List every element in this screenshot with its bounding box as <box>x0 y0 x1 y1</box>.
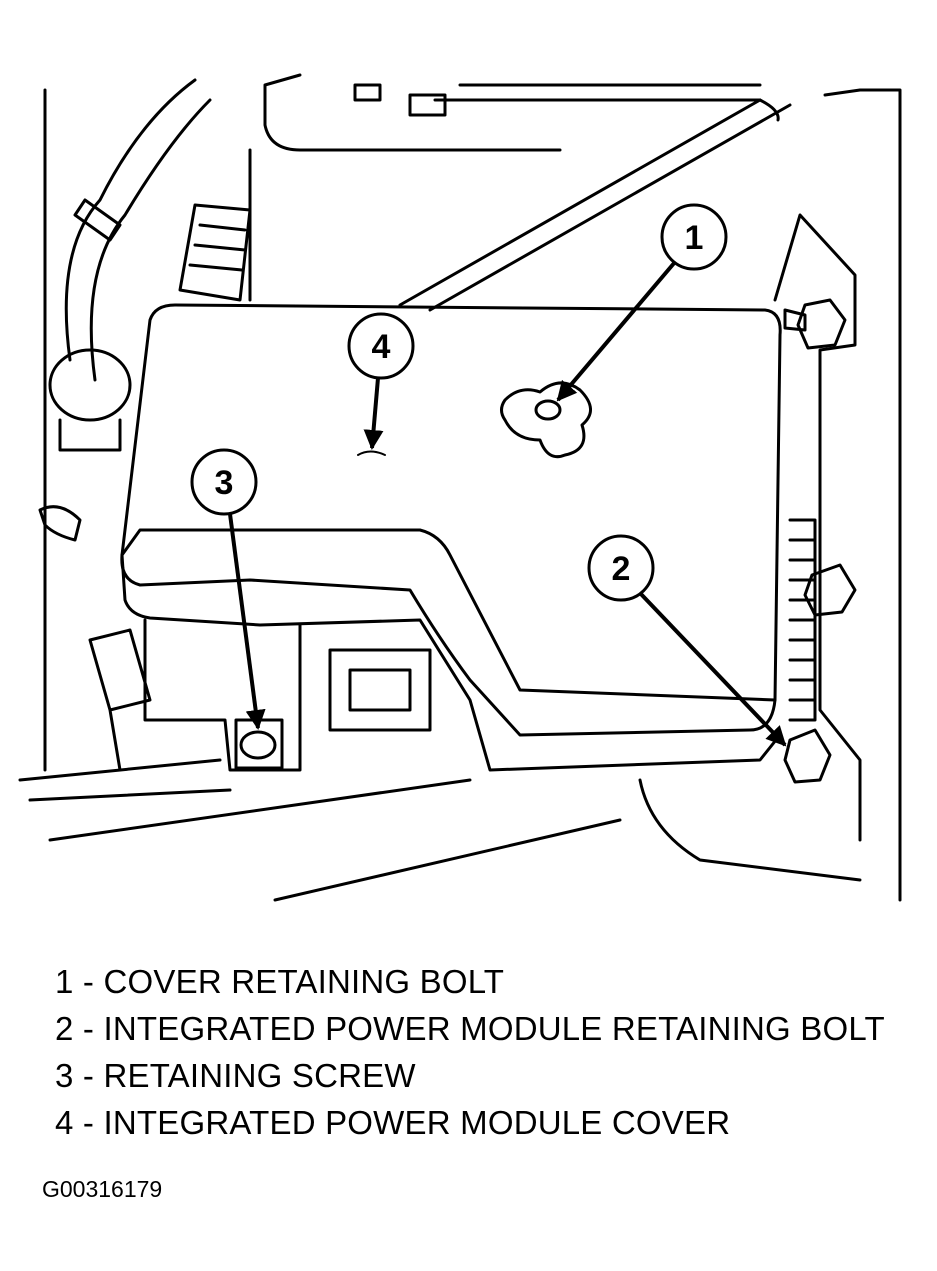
callout-circle-3 <box>190 448 258 516</box>
callout-number-3: 3 <box>215 464 234 502</box>
cover-bolt-head <box>534 399 562 421</box>
leader-arrow-2 <box>638 591 787 747</box>
legend-item: 3 - RETAINING SCREW <box>55 1052 925 1099</box>
callout-circle-4 <box>347 312 415 380</box>
lower-frame <box>48 778 862 902</box>
screw-boss <box>234 718 284 770</box>
legend-number: 4 <box>55 1104 74 1141</box>
callout-number-4: 4 <box>372 328 391 366</box>
retaining-screw <box>239 730 277 760</box>
ribbed-bracket <box>788 518 817 722</box>
figure-id: G00316179 <box>42 1176 163 1202</box>
legend-separator: - <box>73 963 104 1000</box>
legend-number: 2 <box>55 1010 74 1047</box>
leader-arrow-4 <box>363 377 384 450</box>
legend-item: 4 - INTEGRATED POWER MODULE COVER <box>55 1099 925 1146</box>
right-bolt-top <box>783 298 847 350</box>
legend-item: 1 - COVER RETAINING BOLT <box>55 958 925 1005</box>
right-bolt-middle <box>803 563 857 617</box>
leader-arrow-3 <box>228 513 266 730</box>
module-cover-step <box>120 528 777 702</box>
callout-number-1: 1 <box>685 219 704 257</box>
legend-text: COVER RETAINING BOLT <box>103 963 505 1000</box>
legend-separator: - <box>73 1010 104 1047</box>
legend-separator: - <box>73 1104 104 1141</box>
leader-arrow-1 <box>556 260 677 402</box>
module-base <box>120 553 782 772</box>
callout-number-2: 2 <box>612 550 631 588</box>
callout-circle-2 <box>587 534 655 602</box>
wire-harness <box>178 203 252 302</box>
top-wiring <box>433 83 780 122</box>
lower-wire <box>18 758 232 802</box>
hose-clamp <box>73 198 122 242</box>
legend-item: 2 - INTEGRATED POWER MODULE RETAINING BO… <box>55 1005 925 1052</box>
right-frame <box>823 88 902 902</box>
reservoir-neck <box>58 418 122 452</box>
upper-panel <box>263 73 562 152</box>
hose-left <box>64 78 212 382</box>
module-lower-body <box>143 618 302 772</box>
legend-text: INTEGRATED POWER MODULE COVER <box>103 1104 731 1141</box>
right-bracket <box>773 213 862 842</box>
left-connector <box>88 628 152 772</box>
power-module-illustration: 1 2 3 4 <box>18 73 902 902</box>
bolt-top <box>353 83 382 102</box>
callout-circle-1 <box>660 203 728 271</box>
cover-surface-mark <box>357 450 386 456</box>
legend-text: RETAINING SCREW <box>103 1057 416 1094</box>
legend-text: INTEGRATED POWER MODULE RETAINING BOLT <box>103 1010 885 1047</box>
legend-number: 1 <box>55 963 74 1000</box>
module-cover-outline <box>120 303 782 737</box>
connector-block <box>328 648 432 732</box>
cover-bolt-knob <box>500 381 592 459</box>
right-bolt-lower <box>783 728 832 784</box>
reservoir-cap <box>48 348 132 422</box>
legend-number: 3 <box>55 1057 74 1094</box>
legend-separator: - <box>73 1057 104 1094</box>
connector-top <box>408 93 447 117</box>
callout-legend: 1 - COVER RETAINING BOLT 2 - INTEGRATED … <box>55 958 925 1146</box>
left-bracket <box>38 505 82 542</box>
diagonal-frame <box>248 98 792 312</box>
